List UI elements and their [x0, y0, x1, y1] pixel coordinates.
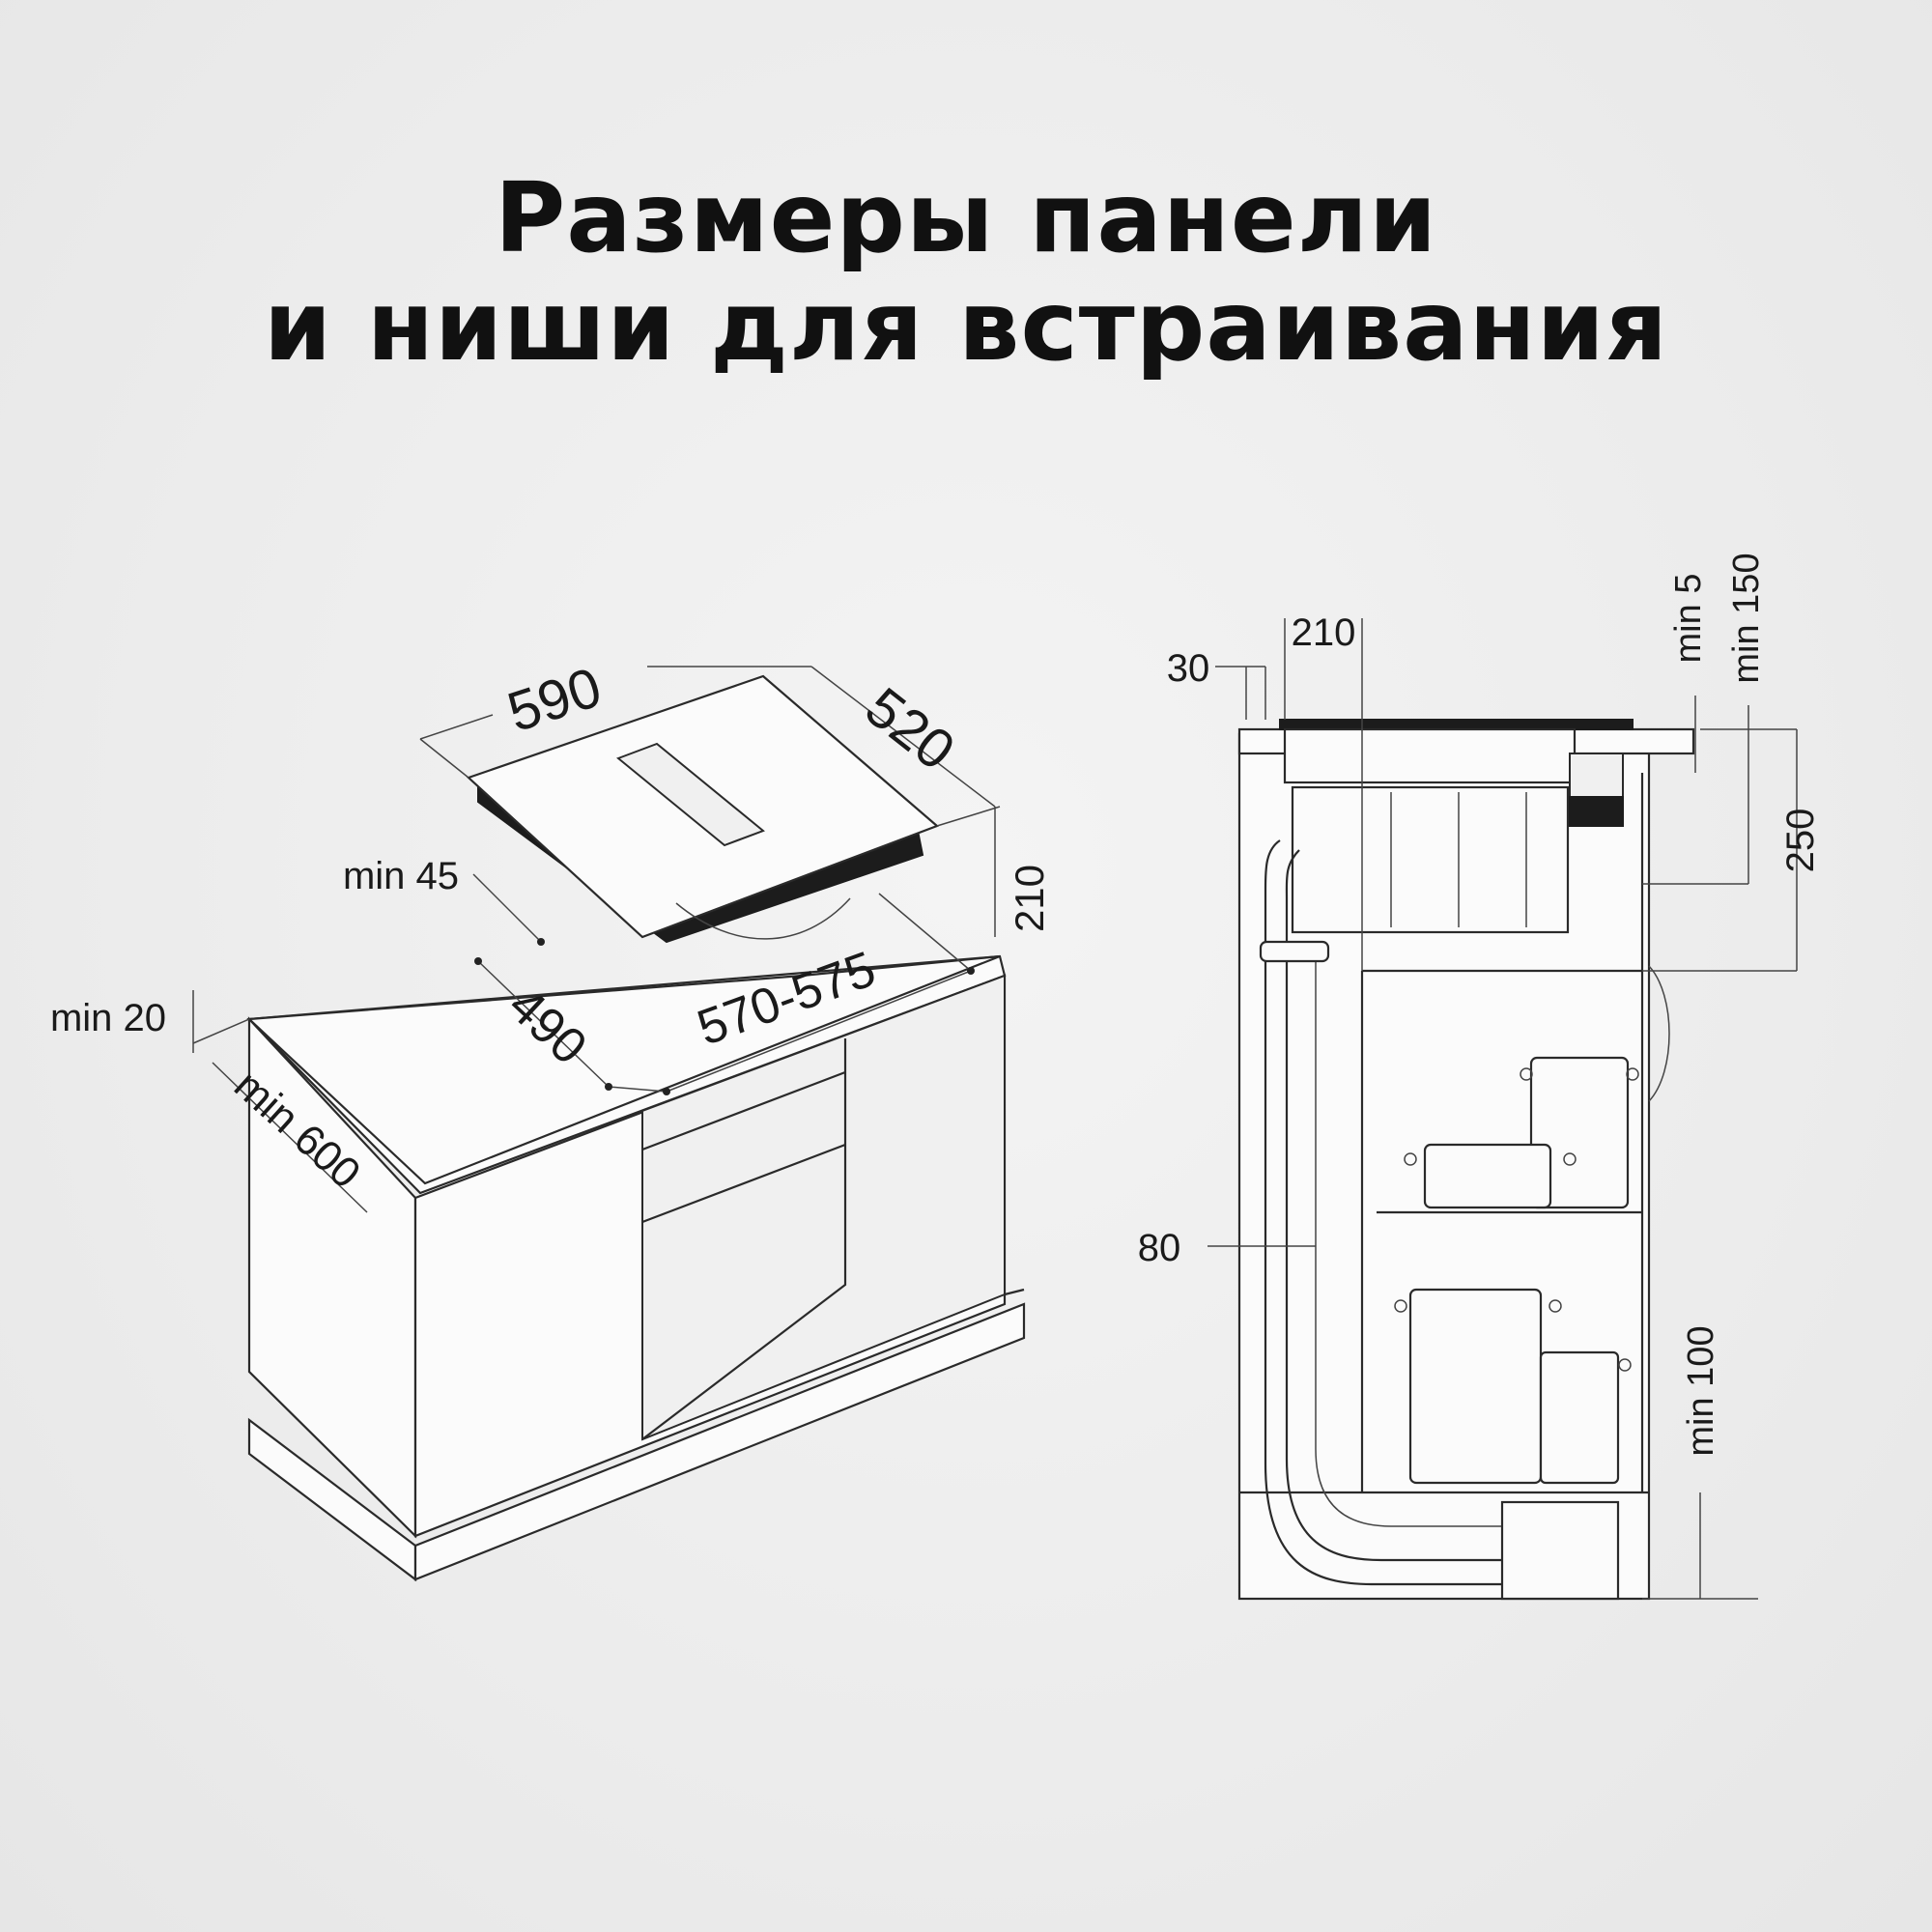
pot-large [1408, 1288, 1543, 1485]
niche-drawer-top [641, 1070, 846, 1151]
isometric-view: 590 520 210 490 570-575 min 45 min 20 mi… [50, 656, 1052, 1582]
side-hob [1279, 719, 1634, 934]
dim-min-150: min 150 [1726, 553, 1767, 683]
dim-210-side: 210 [1292, 611, 1356, 654]
side-door-arc [1648, 965, 1670, 1102]
duct-joint [1259, 940, 1330, 963]
side-hob-glass [1279, 719, 1634, 730]
dim-min-45: min 45 [343, 855, 459, 897]
cabinet-body [246, 954, 1026, 1582]
page-title: Размеры панели и ниши для встраивания [0, 164, 1932, 381]
pot-tall [1529, 1056, 1630, 1209]
title-line-2: и ниши для встраивания [264, 270, 1668, 383]
dim-min-100: min 100 [1681, 1325, 1721, 1456]
pot-small [1423, 1143, 1552, 1209]
duct-outer [1264, 839, 1502, 1586]
side-hob-body [1283, 727, 1577, 784]
niche-inner-edge [641, 1038, 847, 1440]
dim-min-20: min 20 [50, 997, 166, 1039]
dim-250: 250 [1779, 809, 1822, 873]
dim-min-5: min 5 [1668, 574, 1709, 664]
dim-30: 30 [1167, 647, 1210, 690]
duct-back [1315, 952, 1502, 1527]
side-hob-motor [1291, 785, 1570, 934]
side-hob-fan-base [1569, 796, 1624, 827]
side-duct [1259, 839, 1620, 1601]
side-pots [1394, 1056, 1639, 1485]
pot-medium [1539, 1350, 1620, 1485]
side-dimension-lines [1208, 618, 1798, 1600]
cabinet-plinth-front [413, 1302, 1026, 1581]
duct-inner [1285, 849, 1502, 1562]
dim-depth-520: 520 [854, 675, 966, 782]
dim-height-210: 210 [1007, 865, 1052, 932]
plinth-edge [1004, 1288, 1025, 1296]
hob-vent-slot [616, 742, 765, 847]
iso-dimension-lines [192, 666, 1001, 1213]
side-section-view: 30 210 min 5 min 150 250 80 min 100 [1138, 553, 1822, 1601]
side-hob-fan [1569, 753, 1624, 798]
niche-drawer-bottom [641, 1143, 846, 1224]
hob-unit [466, 674, 940, 944]
countertop-top [246, 954, 1001, 1185]
dim-80: 80 [1138, 1227, 1181, 1269]
duct-outlet [1500, 1500, 1620, 1601]
dim-width-590: 590 [500, 656, 609, 745]
hob-fan-housing [675, 897, 851, 940]
title-line-1: Размеры панели [494, 161, 1438, 274]
